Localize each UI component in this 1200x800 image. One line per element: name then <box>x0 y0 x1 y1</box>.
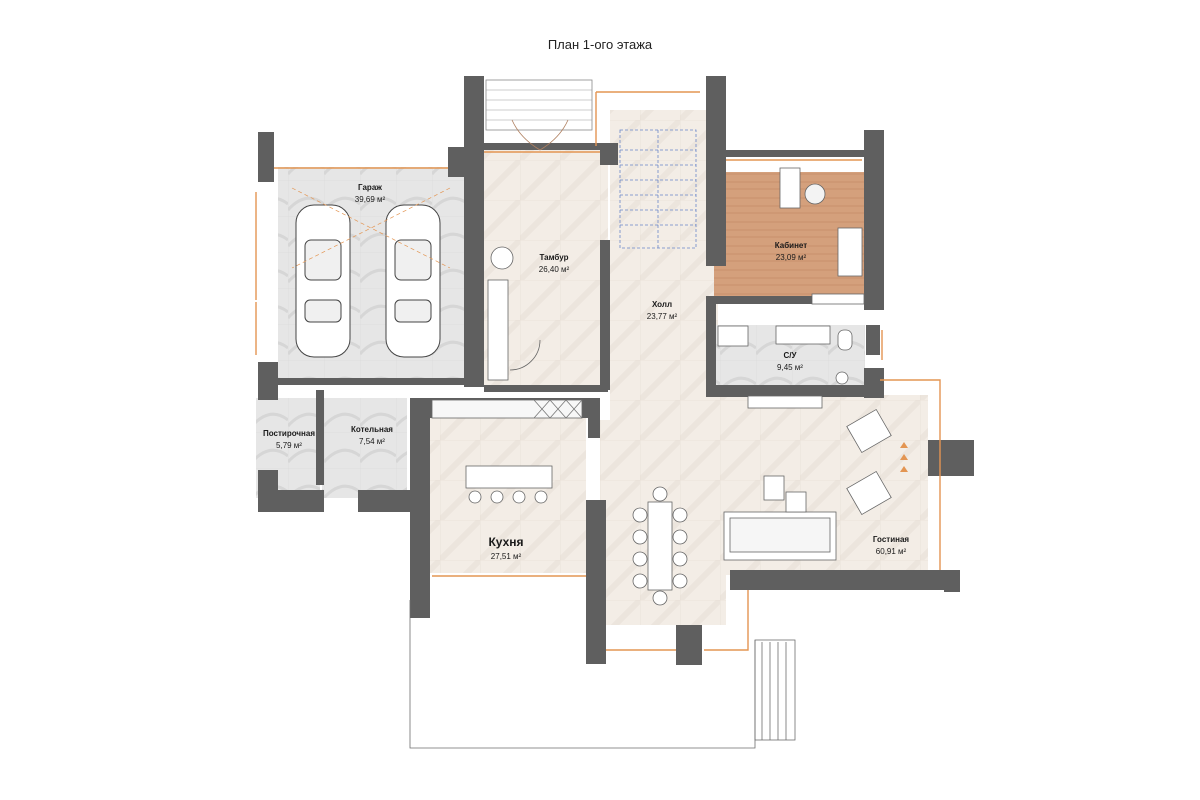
plan-title: План 1-ого этажа <box>548 37 653 52</box>
room-wc-name: С/У <box>784 351 798 360</box>
room-cabinet-area: 23,09 м² <box>776 253 807 262</box>
room-hall-area: 23,77 м² <box>647 312 678 321</box>
room-tambur-area: 26,40 м² <box>539 265 570 274</box>
room-kitchen-name: Кухня <box>488 535 523 549</box>
room-living-name: Гостиная <box>873 535 909 544</box>
room-labels: Гараж 39,69 м² Тамбур 26,40 м² Холл 23,7… <box>263 183 909 561</box>
room-kitchen-area: 27,51 м² <box>491 552 522 561</box>
fireplace-icon <box>900 442 908 472</box>
garage-light-lines <box>291 187 451 269</box>
room-garage-name: Гараж <box>358 183 382 192</box>
terrace <box>409 600 796 749</box>
stairs <box>619 129 697 249</box>
entrance-porch <box>485 79 593 151</box>
room-living-area: 60,91 м² <box>876 547 907 556</box>
room-boiler-name: Котельная <box>351 425 393 434</box>
room-cabinet-name: Кабинет <box>775 241 807 250</box>
boiler-floor <box>322 398 407 498</box>
furniture <box>431 167 892 606</box>
room-garage-area: 39,69 м² <box>355 195 386 204</box>
room-hall-name: Холл <box>652 300 672 309</box>
room-tambur-name: Тамбур <box>539 253 568 262</box>
room-boiler-area: 7,54 м² <box>359 437 385 446</box>
room-laundry-name: Постирочная <box>263 429 315 438</box>
floors <box>256 110 928 625</box>
car-left <box>295 204 351 358</box>
room-wc-area: 9,45 м² <box>777 363 803 372</box>
car-right <box>385 204 441 358</box>
walls <box>258 76 974 665</box>
windows <box>255 91 941 651</box>
kitchen-floor <box>430 418 586 573</box>
room-laundry-area: 5,79 м² <box>276 441 302 450</box>
